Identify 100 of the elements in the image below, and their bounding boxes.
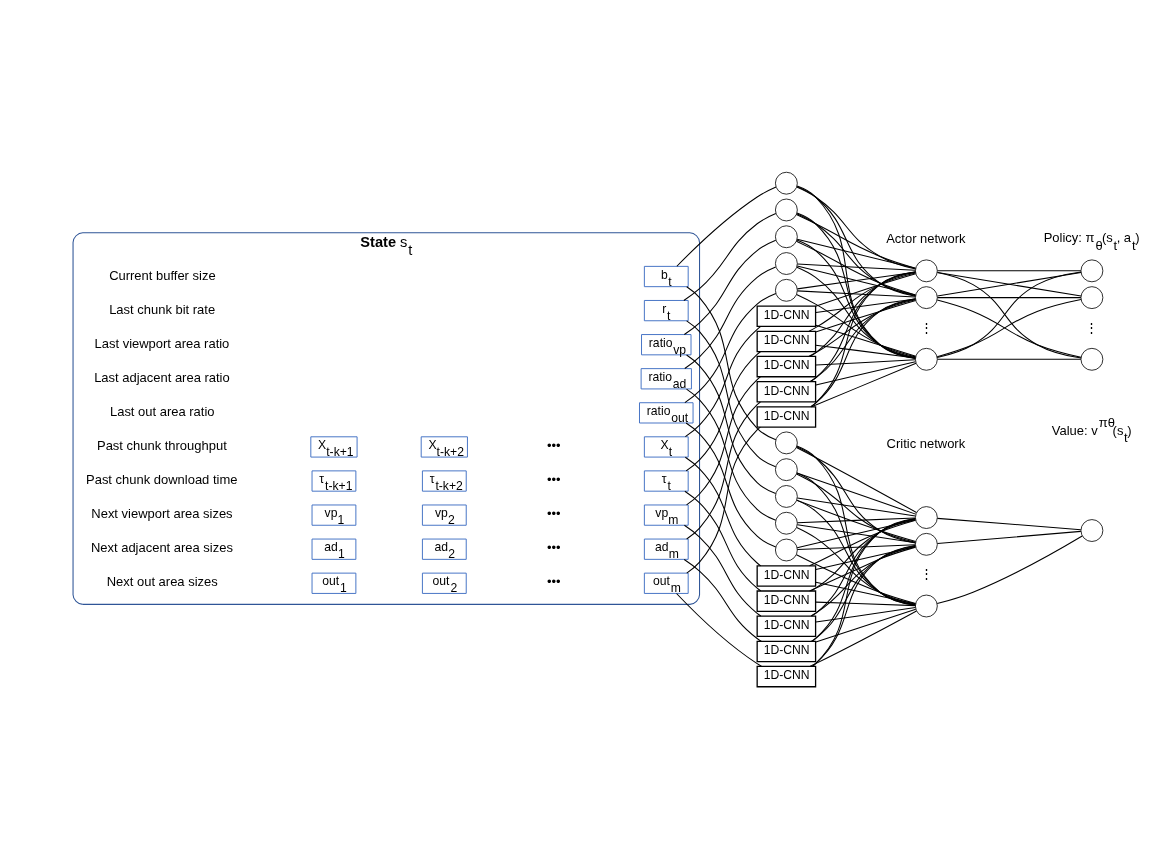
connector [811, 518, 916, 642]
node-circle [775, 171, 798, 195]
label: ⋮ [919, 566, 933, 582]
connector [808, 299, 916, 357]
connector [796, 499, 917, 543]
node-circle [775, 198, 798, 222]
connector [796, 265, 916, 296]
connector [815, 608, 917, 643]
connector [686, 426, 761, 574]
connector [684, 456, 762, 567]
node-box: 1D-CNN [756, 565, 817, 587]
node-box: 1D-CNN [756, 355, 817, 378]
connector [809, 298, 916, 382]
connector [676, 592, 763, 667]
connector [796, 290, 916, 298]
connector [815, 359, 916, 366]
connector [810, 271, 916, 383]
connector [936, 358, 1082, 360]
label: ••• [546, 574, 561, 590]
connector [815, 324, 917, 357]
connector [796, 239, 916, 359]
connector [936, 270, 1082, 272]
node-circle [775, 252, 798, 275]
connector [795, 213, 917, 269]
connector [811, 517, 916, 667]
label: ••• [546, 438, 561, 454]
connector [686, 401, 761, 540]
connector [685, 351, 761, 472]
node-circle [775, 485, 798, 508]
connector [810, 271, 916, 408]
node-circle [775, 511, 798, 535]
label: Past chunk throughput [96, 438, 227, 454]
node-circle [915, 259, 938, 283]
connector [796, 472, 916, 606]
connector [796, 263, 916, 271]
node-box: 1D-CNN [756, 590, 817, 612]
connector [936, 530, 1082, 544]
connector [686, 388, 777, 521]
connector [936, 535, 1083, 605]
connector [796, 213, 917, 297]
connector [795, 554, 917, 604]
connector [796, 294, 916, 358]
connector [815, 606, 916, 623]
node-circle [1080, 259, 1104, 283]
connector [811, 362, 917, 408]
connector [810, 545, 916, 617]
label: Next out area sizes [106, 574, 218, 590]
connector [811, 518, 916, 617]
connector [809, 271, 916, 357]
connector [683, 213, 777, 301]
node-box: 1D-CNN [756, 640, 817, 663]
connector [796, 544, 916, 551]
connector [815, 344, 916, 359]
connector [795, 447, 917, 513]
connector [815, 581, 916, 605]
connector [796, 499, 916, 606]
connector [815, 273, 917, 307]
node-circle [775, 278, 798, 302]
connector [810, 519, 916, 592]
connector [684, 293, 777, 404]
connector [796, 212, 916, 359]
connector [936, 297, 1082, 299]
label: ••• [546, 506, 561, 522]
node-box: 1D-CNN [756, 406, 817, 428]
node-circle [775, 538, 798, 562]
label: ⋮ [1085, 319, 1099, 335]
label: Last viewport area ratio [94, 335, 230, 351]
connector [796, 266, 916, 359]
label: Critic network [886, 435, 966, 451]
node-box: 1D-CNN [756, 665, 817, 688]
connector [796, 497, 916, 517]
connector [683, 559, 762, 642]
node-circle [915, 347, 938, 371]
node-circle [1080, 347, 1104, 371]
connector [796, 238, 916, 269]
connector [811, 545, 916, 667]
node-box: 1D-CNN [756, 615, 817, 638]
connector [684, 325, 762, 438]
node-circle [1080, 519, 1104, 542]
node-circle [915, 594, 938, 618]
connector [809, 610, 918, 667]
connector [684, 266, 777, 369]
node-circle [775, 431, 798, 455]
connector [796, 445, 916, 606]
connector [676, 186, 777, 267]
connector [810, 298, 916, 408]
connector [796, 186, 916, 297]
connector [815, 601, 916, 607]
connector [686, 354, 777, 494]
connector [808, 272, 916, 332]
connector [796, 446, 916, 544]
label: Past chunk download time [86, 472, 238, 488]
connector [683, 239, 777, 335]
label: Next adjacent area sizes [90, 540, 233, 556]
label: Next viewport area sizes [91, 506, 233, 522]
label: Last chunk bit rate [109, 301, 216, 317]
label: ⋮ [919, 319, 933, 335]
label: Last adjacent area ratio [94, 369, 230, 385]
node-box: 1D-CNN [756, 330, 817, 353]
label: ••• [546, 472, 561, 488]
